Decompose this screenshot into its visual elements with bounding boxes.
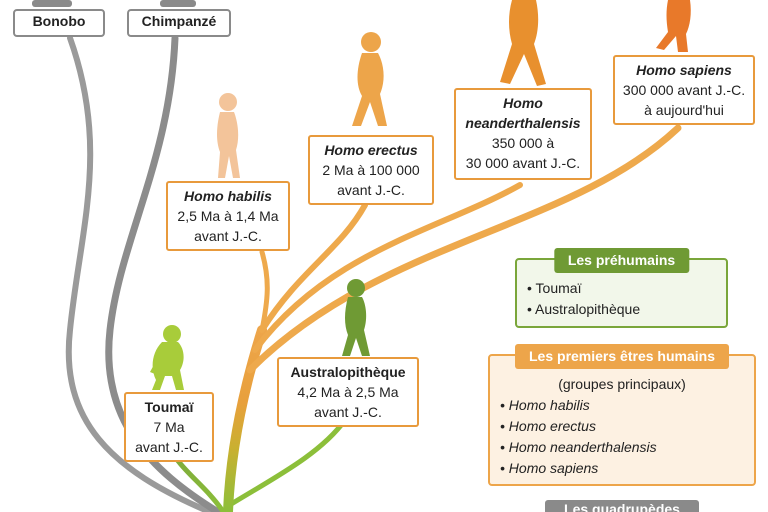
box-homo-habilis: Homo habilis 2,5 Ma à 1,4 Ma avant J.-C. bbox=[166, 181, 290, 251]
legend-prehumains-title: Les préhumains bbox=[553, 248, 690, 273]
list-item: Homo sapiens bbox=[500, 458, 754, 479]
homo-sapiens-figure bbox=[656, 0, 691, 52]
legend-prehumains-list: Toumaï Australopithèque bbox=[527, 278, 726, 320]
homo-neanderthalensis-name-2: neanderthalensis bbox=[465, 115, 581, 131]
box-homo-sapiens: Homo sapiens 300 000 avant J.-C. à aujou… bbox=[613, 55, 755, 125]
homo-neanderthalensis-date: 350 000 à bbox=[491, 135, 555, 151]
box-homo-neanderthalensis: Homo neanderthalensis 350 000 à 30 000 a… bbox=[454, 88, 592, 180]
toumai-name: Toumaï bbox=[144, 399, 194, 415]
toumai-date-suffix: avant J.-C. bbox=[135, 439, 203, 455]
homo-neanderthalensis-date-suffix: 30 000 avant J.-C. bbox=[465, 155, 581, 171]
australopitheque-date: 4,2 Ma à 2,5 Ma bbox=[297, 384, 399, 400]
homo-habilis-name: Homo habilis bbox=[184, 188, 272, 204]
list-item: Homo neanderthalensis bbox=[500, 437, 754, 458]
label-bonobo-text: Bonobo bbox=[32, 13, 86, 29]
branch-chimpanze bbox=[105, 34, 222, 512]
legend-humains-title: Les premiers êtres humains bbox=[515, 344, 729, 369]
homo-erectus-date-suffix: avant J.-C. bbox=[337, 182, 405, 198]
homo-habilis-date-suffix: avant J.-C. bbox=[194, 228, 262, 244]
branch-erectus bbox=[259, 202, 368, 333]
legend-premiers-humains: Les premiers êtres humains (groupes prin… bbox=[488, 344, 756, 486]
list-item: Toumaï bbox=[527, 278, 726, 299]
list-item: Australopithèque bbox=[527, 299, 726, 320]
legend-humains-subtitle: (groupes principaux) bbox=[558, 376, 686, 392]
homo-sapiens-date: 300 000 avant J.-C. bbox=[622, 82, 746, 98]
homo-erectus-date: 2 Ma à 100 000 bbox=[322, 162, 420, 178]
label-chimpanze: Chimpanzé bbox=[127, 9, 231, 37]
homo-sapiens-date-suffix: à aujourd'hui bbox=[644, 102, 724, 118]
homo-habilis-figure bbox=[217, 93, 240, 178]
list-item: Homo habilis bbox=[500, 395, 754, 416]
branch-bonobo bbox=[65, 35, 213, 512]
toumai-date: 7 Ma bbox=[153, 419, 185, 435]
legend-quadrupedes: Les quadrupèdes bbox=[545, 500, 699, 512]
branch-australopitheque bbox=[225, 417, 348, 509]
homo-neanderthalensis-name-1: Homo bbox=[503, 95, 543, 111]
branch-habilis bbox=[259, 249, 270, 333]
legend-prehumains: Les préhumains Toumaï Australopithèque bbox=[515, 248, 728, 328]
chimpanze-figure bbox=[160, 0, 196, 7]
box-toumai: Toumaï 7 Ma avant J.-C. bbox=[124, 392, 214, 462]
australopitheque-date-suffix: avant J.-C. bbox=[314, 404, 382, 420]
australopitheque-name: Australopithèque bbox=[290, 364, 406, 380]
label-chimpanze-text: Chimpanzé bbox=[141, 13, 217, 29]
homo-erectus-name: Homo erectus bbox=[324, 142, 418, 158]
box-australopitheque: Australopithèque 4,2 Ma à 2,5 Ma avant J… bbox=[277, 357, 419, 427]
homo-habilis-date: 2,5 Ma à 1,4 Ma bbox=[177, 208, 279, 224]
legend-quadrupedes-title: Les quadrupèdes bbox=[564, 501, 680, 512]
list-item: Homo erectus bbox=[500, 416, 754, 437]
homo-erectus-figure bbox=[352, 32, 387, 126]
box-homo-erectus: Homo erectus 2 Ma à 100 000 avant J.-C. bbox=[308, 135, 434, 205]
branch-trunk bbox=[223, 325, 267, 512]
branch-neanderthalensis bbox=[252, 182, 523, 353]
label-bonobo: Bonobo bbox=[13, 9, 105, 37]
homo-sapiens-name: Homo sapiens bbox=[636, 62, 732, 78]
homo-neanderthalensis-figure bbox=[500, 0, 546, 86]
branch-sapiens bbox=[246, 124, 682, 374]
legend-humains-list: Homo habilis Homo erectus Homo neanderth… bbox=[500, 395, 754, 479]
australopitheque-figure bbox=[342, 279, 370, 356]
bonobo-figure bbox=[32, 0, 72, 7]
toumai-figure bbox=[150, 325, 184, 390]
